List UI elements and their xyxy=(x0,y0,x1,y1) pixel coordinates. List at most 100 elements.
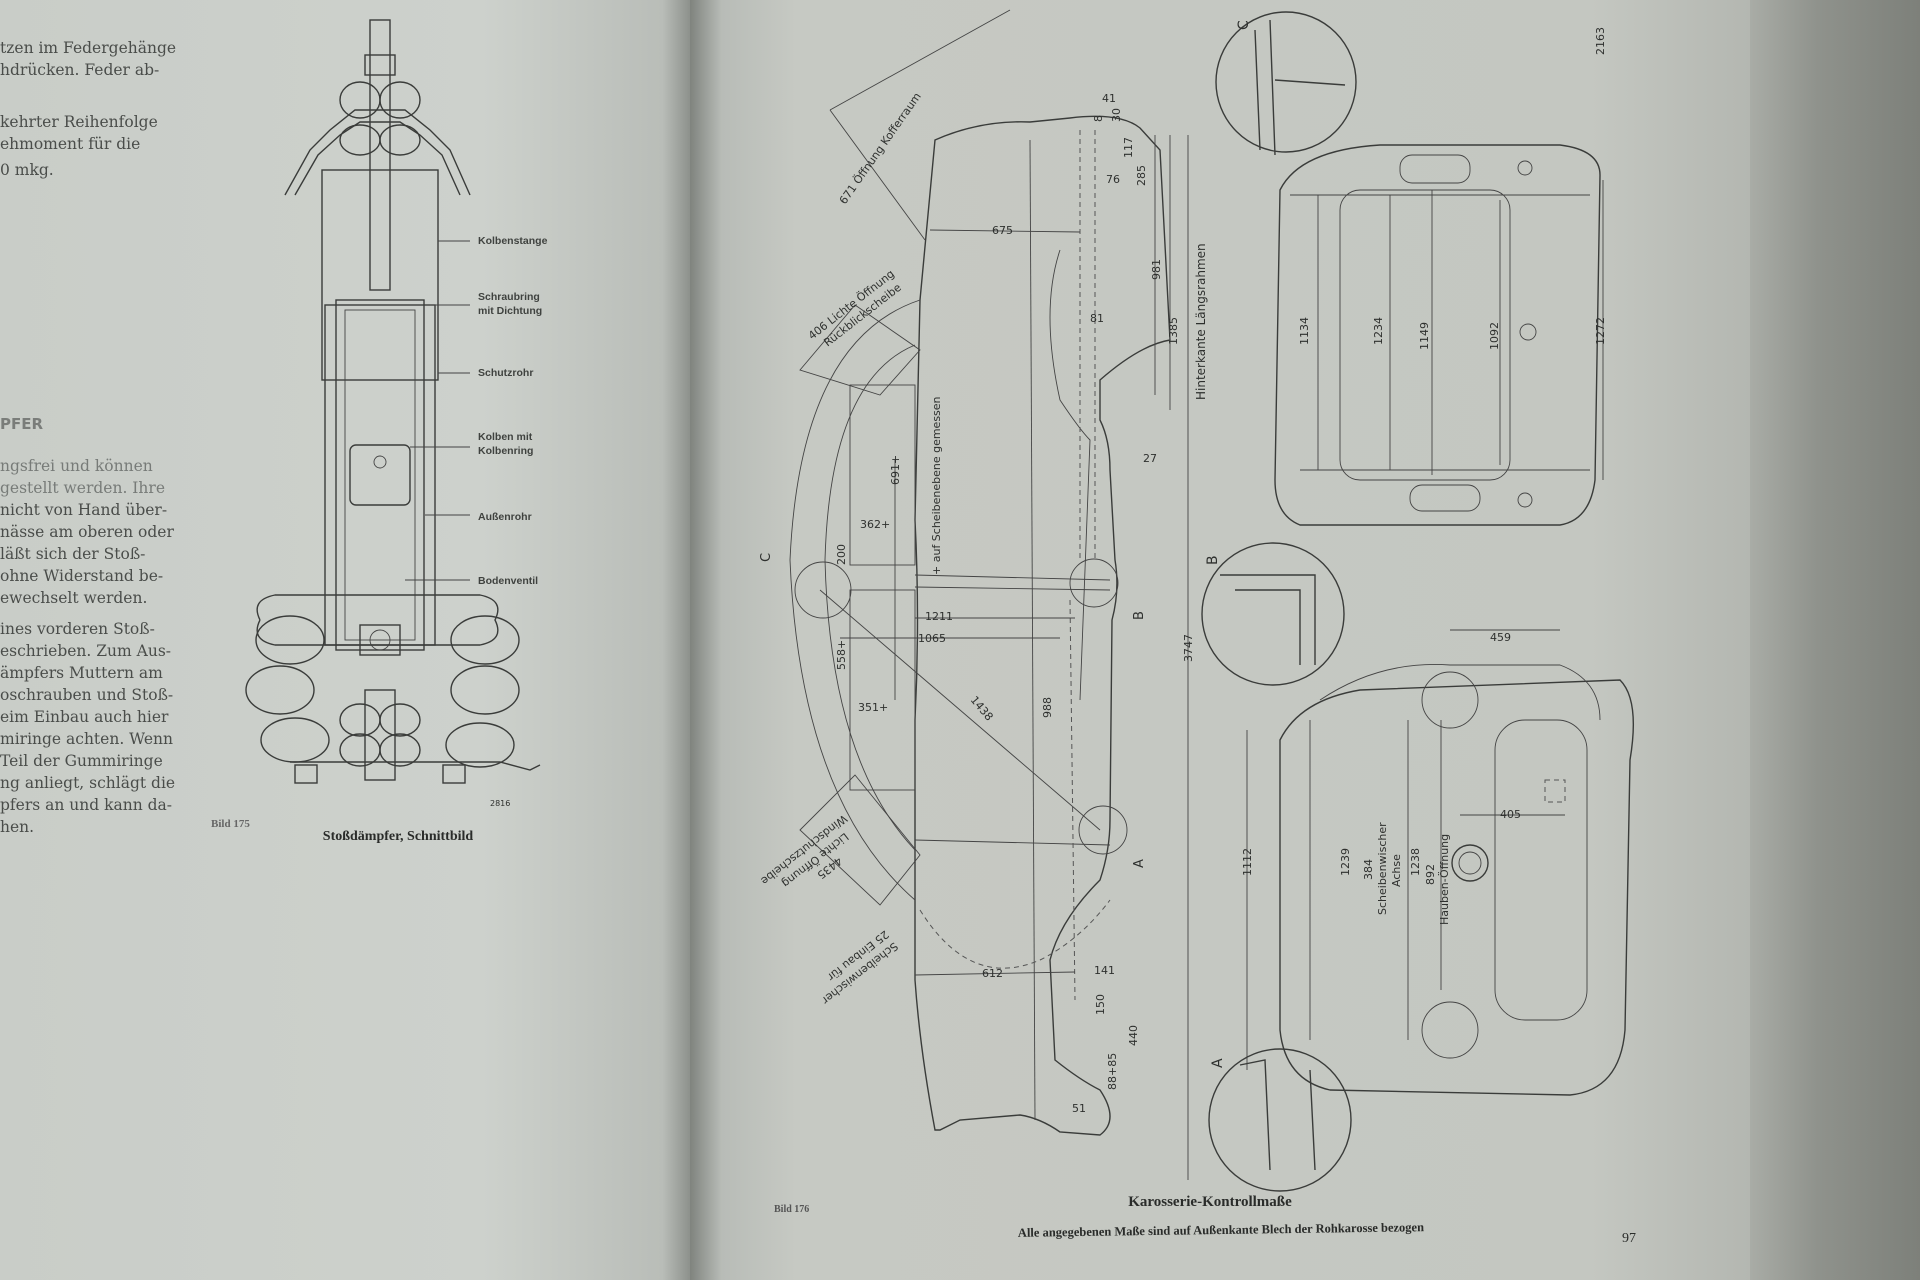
label-scheibenebene: + auf Scheibenebene gemessen xyxy=(930,396,943,575)
text-line: pfers an und kann da- xyxy=(0,796,173,814)
dim-hood-892: 892 xyxy=(1424,864,1437,885)
text-line: gestellt werden. Ihre xyxy=(0,479,165,497)
dim-362: 362+ xyxy=(860,518,890,531)
shock-absorber-drawing xyxy=(245,19,541,784)
text-line: hen. xyxy=(0,818,35,836)
page-number: 97 xyxy=(1622,1231,1636,1246)
dim-1239: 1239 xyxy=(1339,848,1352,876)
text-line: nässe am oberen oder xyxy=(0,523,174,541)
dim-691: 691+ xyxy=(889,455,902,485)
dim-1238: 1238 xyxy=(1409,848,1422,876)
text-line: eschrieben. Zum Aus- xyxy=(0,642,172,660)
dim-88-85: 88+85 xyxy=(1106,1053,1119,1090)
figure-number-176: Bild 176 xyxy=(774,1204,809,1215)
text-line: miringe achten. Wenn xyxy=(0,730,173,748)
side-view-dimensions: 41 8 30 117 285 76 675 981 81 1385 671 Ö… xyxy=(758,90,1208,1115)
right-page xyxy=(690,0,1750,1280)
wischer-label-group: 25 Einbau für Scheibenwischer xyxy=(819,928,900,1007)
dim-1234: 1234 xyxy=(1372,317,1385,345)
car-side-view-drawing xyxy=(789,9,1189,1180)
dim-1438: 1438 xyxy=(968,694,996,724)
dim-1065: 1065 xyxy=(918,632,946,645)
text-line: ng anliegt, schlägt die xyxy=(0,774,176,792)
dim-1385: 1385 xyxy=(1167,317,1180,345)
dim-wiper-label: Scheibenwischer xyxy=(1376,822,1389,915)
label-kolbenring: Kolbenring xyxy=(478,445,533,457)
dim-117: 117 xyxy=(1122,137,1135,158)
text-line: ehmoment für die xyxy=(0,135,141,153)
text-line: ohne Widerstand be- xyxy=(0,567,164,585)
wiper-axis-label-group: 384 Scheibenwischer Achse xyxy=(1362,822,1403,915)
label-bodenventil: Bodenventil xyxy=(478,575,538,587)
label-kolbenstange: Kolbenstange xyxy=(478,235,548,247)
text-line: ewechselt werden. xyxy=(0,589,148,607)
label-aussenrohr: Außenrohr xyxy=(478,511,532,523)
text-line: läßt sich der Stoß- xyxy=(0,545,146,563)
text-line: oschrauben und Stoß- xyxy=(0,686,174,704)
dim-675: 675 xyxy=(992,224,1013,237)
text-line: tzen im Federgehänge xyxy=(0,39,177,57)
dim-440: 440 xyxy=(1127,1025,1140,1046)
dim-41: 41 xyxy=(1102,92,1116,105)
text-line: eim Einbau auch hier xyxy=(0,708,169,726)
dim-558: 558+ xyxy=(835,640,848,670)
dim-1092: 1092 xyxy=(1488,322,1501,350)
corner-number: 2163 xyxy=(1594,27,1607,55)
dim-351: 351+ xyxy=(858,701,888,714)
dim-76: 76 xyxy=(1106,173,1120,186)
dim-hood-label: Hauben-Öffnung xyxy=(1438,834,1451,925)
dim-27: 27 xyxy=(1143,452,1157,465)
page-edge xyxy=(1750,0,1920,1280)
label-laengsrahmen: Hinterkante Längsrahmen xyxy=(1194,243,1208,400)
figure-number: Bild 175 xyxy=(211,818,250,830)
mark-c: C xyxy=(759,553,774,562)
figure-caption: Stoßdämpfer, Schnittbild xyxy=(323,829,474,844)
dim-30: 30 xyxy=(1110,108,1123,122)
dim-459: 459 xyxy=(1490,631,1511,644)
text-line: ngsfrei und können xyxy=(0,457,153,475)
car-rear-view-drawing xyxy=(1274,144,1604,526)
figure-title: Karosserie-Kontrollmaße xyxy=(1128,1194,1292,1210)
detail-circles xyxy=(1201,11,1357,1192)
text-line: 0 mkg. xyxy=(0,161,54,179)
dim-8: 8 xyxy=(1092,115,1105,122)
dim-1149: 1149 xyxy=(1418,322,1431,350)
text-line: hdrücken. Feder ab- xyxy=(0,61,160,79)
dim-81: 81 xyxy=(1090,312,1104,325)
dim-612: 612 xyxy=(982,967,1003,980)
dim-3747: 3747 xyxy=(1182,634,1195,662)
rueckblickscheibe-label-group: 406 Lichte Öffnung Rückblickscheibe xyxy=(806,267,904,349)
text-line: kehrter Reihenfolge xyxy=(0,113,158,131)
figure-subtitle: Alle angegebenen Maße sind auf Außenkant… xyxy=(1018,1220,1424,1240)
dim-wiper-achse: Achse xyxy=(1390,854,1403,887)
dim-1211: 1211 xyxy=(925,610,953,623)
dim-51: 51 xyxy=(1072,1102,1086,1115)
dim-141: 141 xyxy=(1094,964,1115,977)
detail-c-label: C xyxy=(1236,20,1252,30)
dim-1272: 1272 xyxy=(1594,317,1607,345)
section-heading: PFER xyxy=(0,415,44,433)
mark-b: B xyxy=(1132,611,1147,620)
dim-1134: 1134 xyxy=(1298,317,1311,345)
label-schutzrohr: Schutzrohr xyxy=(478,367,533,379)
drawing-number: 2816 xyxy=(490,799,510,808)
windschutz-label-group: 4435 Lichte Öffnung Windschutzscheibe xyxy=(758,812,851,890)
dim-405: 405 xyxy=(1500,808,1521,821)
dim-wiper-384: 384 xyxy=(1362,859,1375,880)
text-line: nicht von Hand über- xyxy=(0,501,168,519)
hood-opening-label-group: 892 Hauben-Öffnung xyxy=(1424,834,1451,925)
label-mit-dichtung: mit Dichtung xyxy=(478,305,542,317)
dim-285: 285 xyxy=(1135,165,1148,186)
car-front-view-drawing xyxy=(1246,629,1634,1096)
dim-981: 981 xyxy=(1150,259,1163,280)
mark-a: A xyxy=(1132,859,1147,868)
detail-a-label: A xyxy=(1210,1058,1226,1068)
label-schraubring: Schraubring xyxy=(478,291,540,303)
text-line: ines vorderen Stoß- xyxy=(0,620,155,638)
detail-b-label: B xyxy=(1205,555,1221,565)
label-kolben-mit: Kolben mit xyxy=(478,431,533,443)
dim-1112: 1112 xyxy=(1241,848,1254,876)
text-line: ämpfers Muttern am xyxy=(0,664,163,682)
dim-988: 988 xyxy=(1041,697,1054,718)
